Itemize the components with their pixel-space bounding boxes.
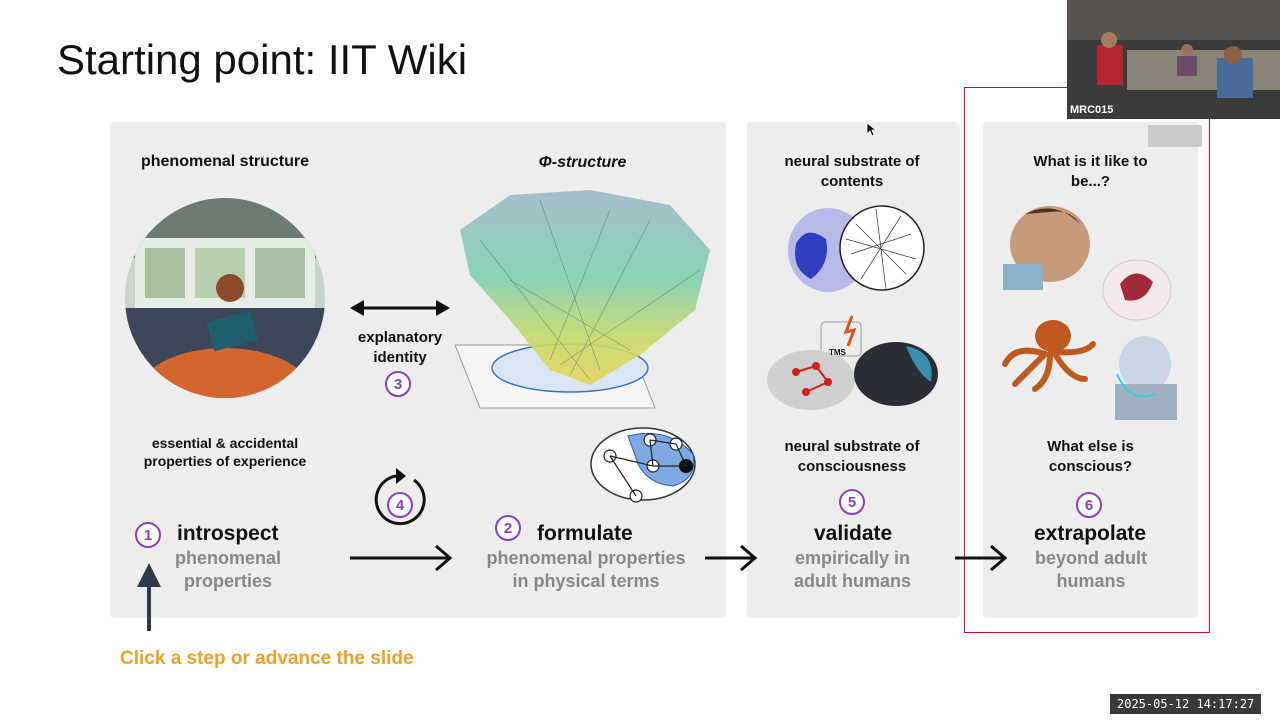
network-diagram [590, 427, 696, 503]
validate-step[interactable]: validate [814, 522, 893, 545]
step-5-badge[interactable]: 5 [839, 489, 865, 515]
presenter-video-thumbnail[interactable]: MRC015 [1067, 0, 1280, 119]
video-label: MRC015 [1070, 104, 1114, 116]
properties-caption: essential & accidental properties of exp… [143, 435, 307, 469]
step-2-badge[interactable]: 2 [495, 515, 521, 541]
introspect-step[interactable]: introspect [177, 522, 279, 545]
experience-photo [125, 198, 325, 398]
beings-visual [1002, 206, 1177, 420]
validate-desc[interactable]: empirically in adult humans [793, 548, 911, 591]
advance-hint[interactable]: Click a step or advance the slide [120, 648, 414, 669]
neural-substrate-consciousness-caption: neural substrate of consciousness [784, 438, 920, 475]
extrapolate-desc[interactable]: beyond adult humans [1035, 548, 1147, 591]
what-is-it-like-heading: What is it like to be...? [1033, 153, 1148, 190]
video-overlay-block [1148, 125, 1202, 147]
step-6-badge[interactable]: 6 [1076, 492, 1102, 518]
phi-structure-heading: Φ-structure [538, 154, 627, 171]
double-arrow-icon [350, 300, 450, 316]
introspect-desc[interactable]: phenomenal properties [174, 548, 281, 591]
step-1-badge[interactable]: 1 [135, 522, 161, 548]
mouse-cursor-icon [867, 123, 877, 137]
explanatory-identity-label: explanatory identity [357, 329, 443, 366]
arrow-right-icon [705, 544, 758, 572]
arrow-right-icon [955, 544, 1008, 572]
step-3-badge[interactable]: 3 [385, 371, 411, 397]
slide-title: Starting point: IIT Wiki [57, 36, 468, 83]
formulate-step[interactable]: formulate [537, 522, 633, 545]
tms-label: TMS [829, 348, 846, 357]
arrow-right-icon [350, 544, 453, 572]
step-4-badge[interactable]: 4 [387, 492, 413, 518]
up-arrow-icon [137, 563, 161, 631]
formulate-desc[interactable]: phenomenal properties in physical terms [486, 548, 686, 591]
brain-tms-visual [767, 315, 938, 410]
phi-structure-visual [454, 190, 710, 409]
brain-contents-visual [788, 205, 925, 292]
neural-substrate-contents-heading: neural substrate of contents [784, 153, 920, 190]
extrapolate-step[interactable]: extrapolate [1034, 522, 1147, 545]
what-else-conscious-caption: What else is conscious? [1047, 438, 1134, 475]
cycle-arrow-icon [374, 468, 426, 526]
recording-timestamp: 2025-05-12 14:17:27 [1110, 694, 1262, 714]
phenomenal-structure-heading: phenomenal structure [140, 153, 310, 170]
